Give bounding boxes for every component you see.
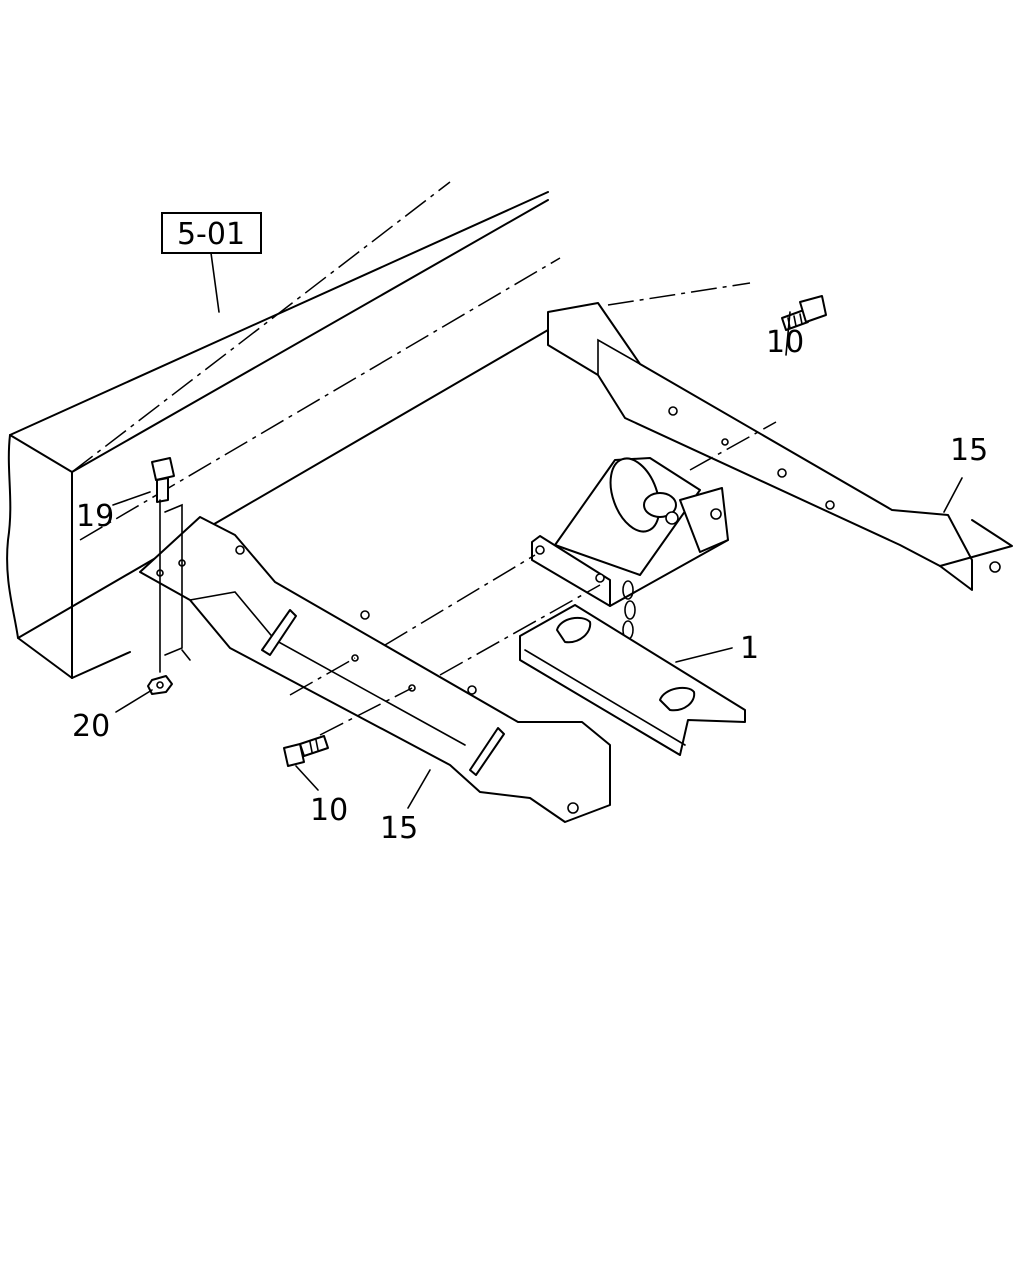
bolt-10-bottom <box>283 735 329 767</box>
cross-member-right <box>547 282 1013 591</box>
callout-15-right: 15 <box>950 433 988 468</box>
callout-19: 19 <box>76 499 114 534</box>
tire-tray <box>519 604 746 756</box>
callout-10-bottom: 10 <box>310 793 348 828</box>
callout-10-top: 10 <box>766 325 804 360</box>
frame-rail <box>6 181 561 679</box>
bolt-19 <box>151 457 191 673</box>
callouts: 10 15 19 1 20 10 15 <box>72 325 988 846</box>
spare-tire-carrier <box>531 457 729 671</box>
nut-20 <box>147 675 173 695</box>
callout-1: 1 <box>740 631 759 666</box>
callout-15-bottom: 15 <box>380 811 418 846</box>
leader-lines <box>112 311 963 809</box>
reference-label: 5-01 <box>177 217 245 252</box>
reference-box: 5-01 <box>161 212 262 313</box>
callout-20: 20 <box>72 709 110 744</box>
cross-member-left <box>139 516 611 823</box>
